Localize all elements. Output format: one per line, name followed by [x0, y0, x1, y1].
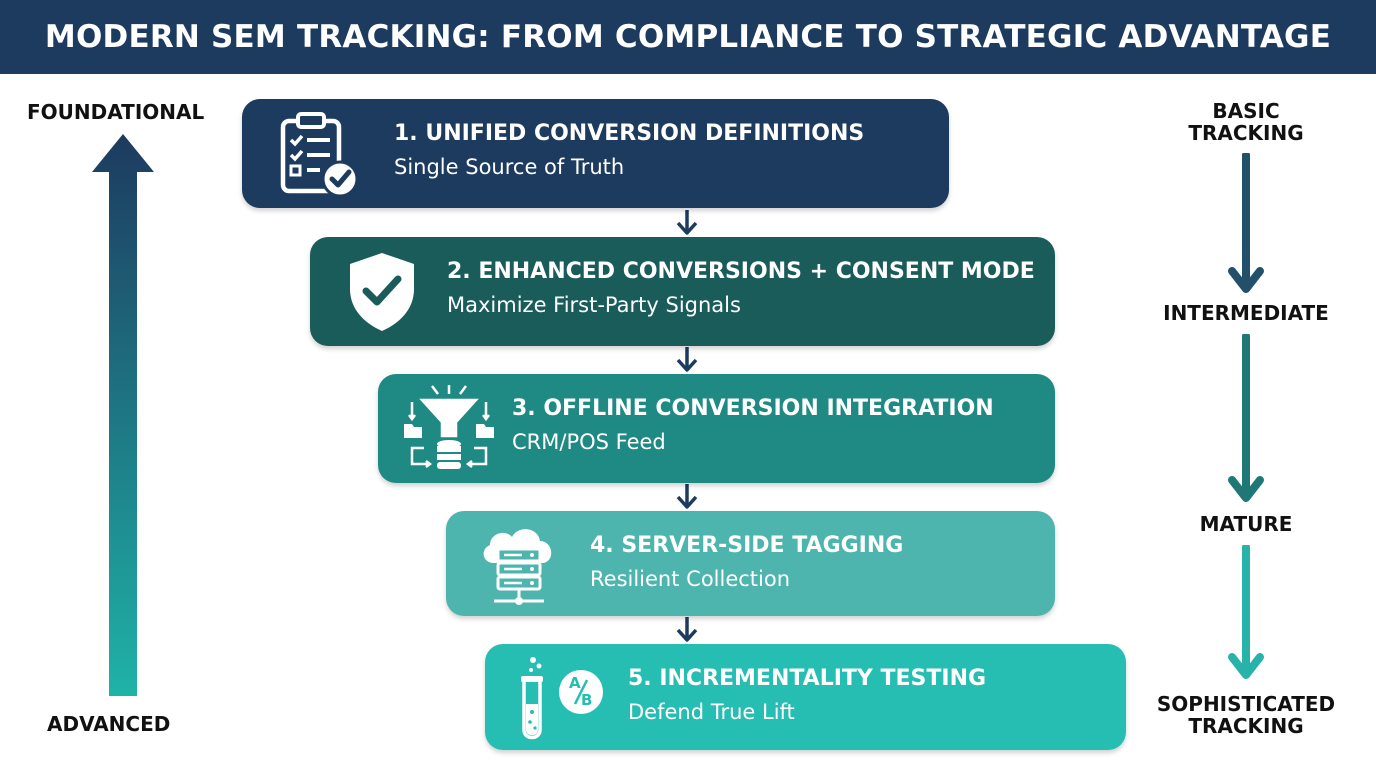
step-5-title: 5. INCREMENTALITY TESTING	[628, 666, 987, 691]
right-label-intermediate: INTERMEDIATE	[1163, 301, 1329, 325]
connector-arrow-2	[676, 347, 698, 372]
right-arrow-3	[1228, 545, 1264, 679]
step-5-card: A B 5. INCREMENTALITY TESTING Defend Tru…	[485, 644, 1126, 750]
left-axis-bottom-label: ADVANCED	[47, 712, 171, 736]
header-bar: MODERN SEM TRACKING: FROM COMPLIANCE TO …	[0, 0, 1376, 74]
step-2-title: 2. ENHANCED CONVERSIONS + CONSENT MODE	[447, 259, 1035, 284]
step-4-title: 4. SERVER-SIDE TAGGING	[590, 533, 904, 558]
step-3-title: 3. OFFLINE CONVERSION INTEGRATION	[512, 396, 994, 421]
right-arrow-1	[1228, 153, 1264, 293]
right-label-mature: MATURE	[1199, 512, 1293, 536]
shield-check-icon	[350, 253, 414, 331]
page-title: MODERN SEM TRACKING: FROM COMPLIANCE TO …	[44, 19, 1332, 55]
left-progress-arrow	[92, 134, 154, 696]
step-2-subtitle: Maximize First-Party Signals	[447, 293, 741, 317]
connector-arrow-1	[676, 210, 698, 235]
step-3-card: 3. OFFLINE CONVERSION INTEGRATION CRM/PO…	[378, 374, 1055, 483]
step-1-title: 1. UNIFIED CONVERSION DEFINITIONS	[394, 121, 865, 146]
svg-text:B: B	[581, 691, 592, 709]
step-3-subtitle: CRM/POS Feed	[512, 430, 666, 454]
clipboard-check-icon	[280, 112, 359, 198]
step-2-card: 2. ENHANCED CONVERSIONS + CONSENT MODE M…	[310, 237, 1055, 346]
connector-arrow-4	[676, 617, 698, 642]
step-1-card: 1. UNIFIED CONVERSION DEFINITIONS Single…	[242, 99, 949, 208]
right-arrow-2	[1228, 334, 1264, 502]
cloud-server-icon	[483, 529, 552, 605]
step-1-subtitle: Single Source of Truth	[394, 155, 625, 179]
right-label-basic: BASIC TRACKING	[1188, 99, 1304, 145]
right-label-sophisticated: SOPHISTICATED TRACKING	[1156, 692, 1336, 738]
test-tube-ab-icon: A B	[521, 657, 603, 740]
step-4-card: 4. SERVER-SIDE TAGGING Resilient Collect…	[446, 511, 1055, 616]
step-5-subtitle: Defend True Lift	[628, 700, 795, 724]
step-4-subtitle: Resilient Collection	[590, 567, 791, 591]
funnel-database-icon	[404, 385, 494, 469]
svg-text:A: A	[569, 674, 581, 692]
connector-arrow-3	[676, 484, 698, 509]
left-axis-top-label: FOUNDATIONAL	[27, 100, 205, 124]
